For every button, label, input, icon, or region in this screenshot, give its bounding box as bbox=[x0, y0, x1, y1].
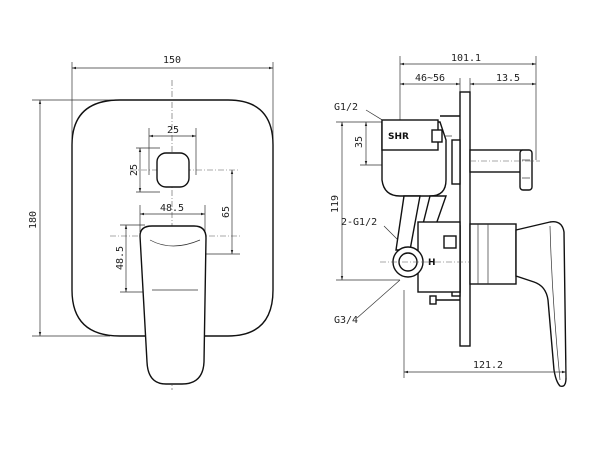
valve-body bbox=[417, 221, 461, 293]
lever-height-label: 48.5 bbox=[115, 246, 126, 270]
front-height-label: 180 bbox=[28, 211, 39, 229]
diverter-knob bbox=[156, 152, 190, 188]
lever-depth-label: 121.2 bbox=[473, 360, 503, 371]
shr-label: SHR bbox=[388, 132, 409, 142]
offset-35-label: 35 bbox=[354, 136, 365, 148]
height-119-label: 119 bbox=[330, 195, 341, 213]
plate-depth-label: 13.5 bbox=[496, 73, 520, 84]
knob-height-label: 25 bbox=[129, 164, 140, 176]
adjust-range-label: 46~56 bbox=[415, 73, 445, 84]
front-view: 150 180 25 25 65 48.5 bbox=[28, 55, 274, 390]
port-bottom-label: G3/4 bbox=[334, 315, 358, 326]
center-distance-label: 65 bbox=[221, 206, 232, 218]
port-mid-label: 2-G1/2 bbox=[341, 217, 377, 228]
depth-label: 101.1 bbox=[451, 53, 481, 64]
mixer-lever bbox=[139, 225, 207, 385]
side-view: 101.1 46~56 13.5 119 35 G1/2 2-G1/2 G3/4 bbox=[330, 53, 567, 388]
side-cover-plate bbox=[459, 91, 471, 347]
h-label: H bbox=[428, 258, 436, 268]
side-lever bbox=[515, 221, 567, 388]
knob-width-label: 25 bbox=[167, 125, 179, 136]
front-width-label: 150 bbox=[163, 55, 181, 66]
diverter-spindle bbox=[519, 149, 533, 191]
cover-plate bbox=[71, 99, 274, 337]
lever-width-label: 48.5 bbox=[160, 203, 184, 214]
port-top-label: G1/2 bbox=[334, 102, 358, 113]
